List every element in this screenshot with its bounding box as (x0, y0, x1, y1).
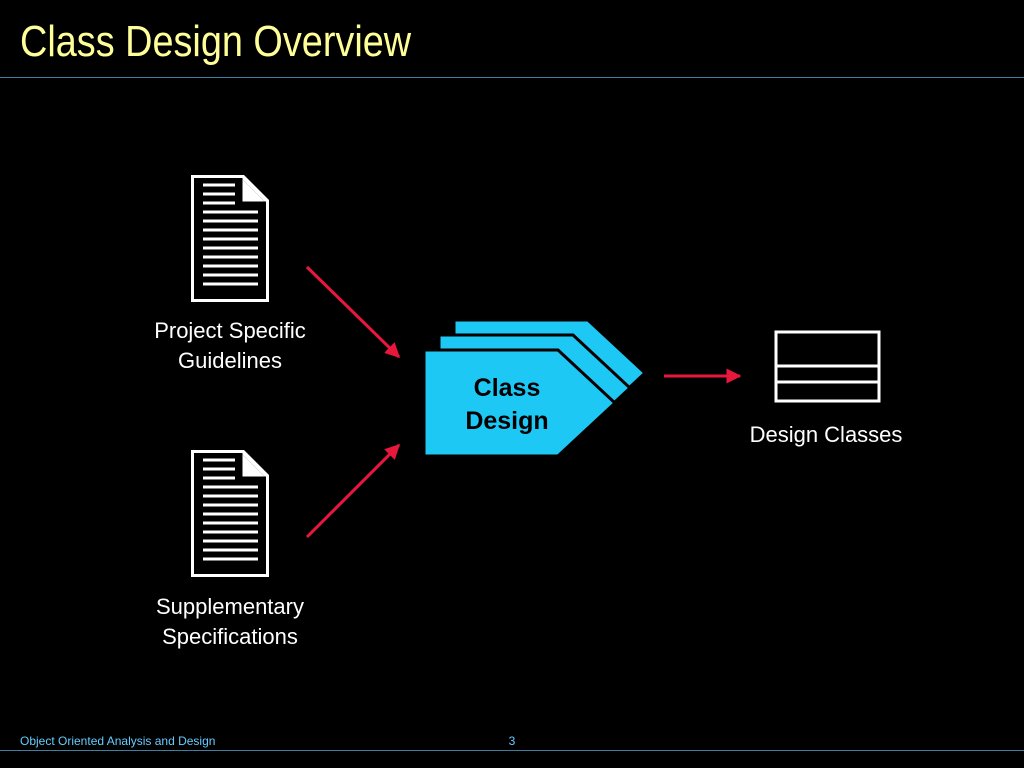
process-label: Class Design (465, 374, 549, 435)
footer-course: Object Oriented Analysis and Design (20, 734, 216, 748)
footer-divider (0, 750, 1024, 751)
arrow-specifications-to-process (305, 443, 401, 539)
arrow-guidelines-to-process (305, 265, 401, 359)
slide-title: Class Design Overview (20, 17, 412, 66)
input-label-specifications: Supplementary Specifications (156, 594, 304, 649)
class-icon (774, 330, 881, 403)
input-label-guidelines: Project Specific Guidelines (154, 318, 306, 373)
activity-stack-icon (422, 318, 648, 458)
title-divider (0, 77, 1024, 78)
output-label: Design Classes (749, 422, 903, 447)
document-icon (191, 450, 269, 577)
document-icon (191, 175, 269, 302)
page-number: 3 (508, 734, 516, 748)
